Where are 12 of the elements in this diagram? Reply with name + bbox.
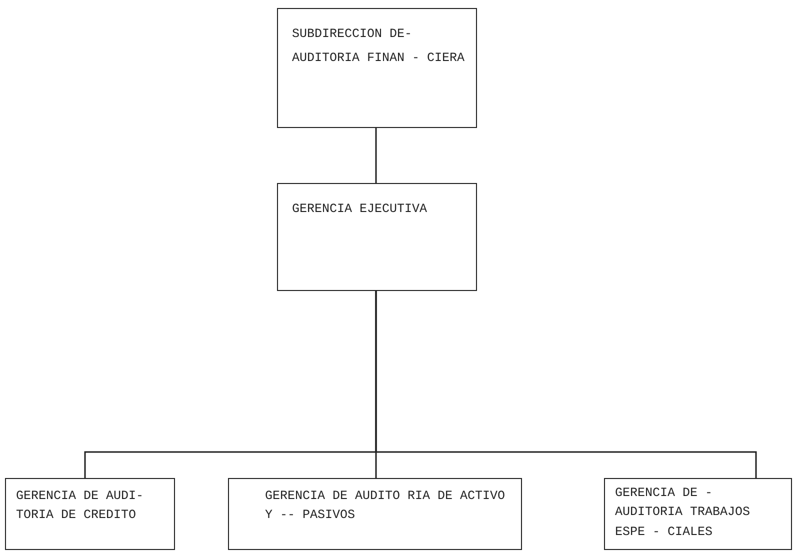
box-label: GERENCIA DE AUDITO RIA DE ACTIVO Y -- PASIVOS: [265, 488, 506, 524]
box-label: SUBDIRECCION DE- AUDITORIA FINAN - CIERA: [292, 26, 466, 67]
box-label: GERENCIA DE AUDI- TORIA DE CREDITO: [16, 488, 145, 524]
org-box: [228, 478, 522, 550]
org-box: [277, 183, 477, 291]
box-label: GERENCIA EJECUTIVA: [292, 201, 428, 218]
org-box: [5, 478, 175, 550]
connector-line: [375, 128, 377, 183]
box-label: GERENCIA DE - AUDITORIA TRABAJOS ESPE - CIALES: [615, 485, 752, 541]
connector-line: [375, 291, 757, 478]
org-box: [604, 478, 792, 550]
org-box: [277, 8, 477, 128]
